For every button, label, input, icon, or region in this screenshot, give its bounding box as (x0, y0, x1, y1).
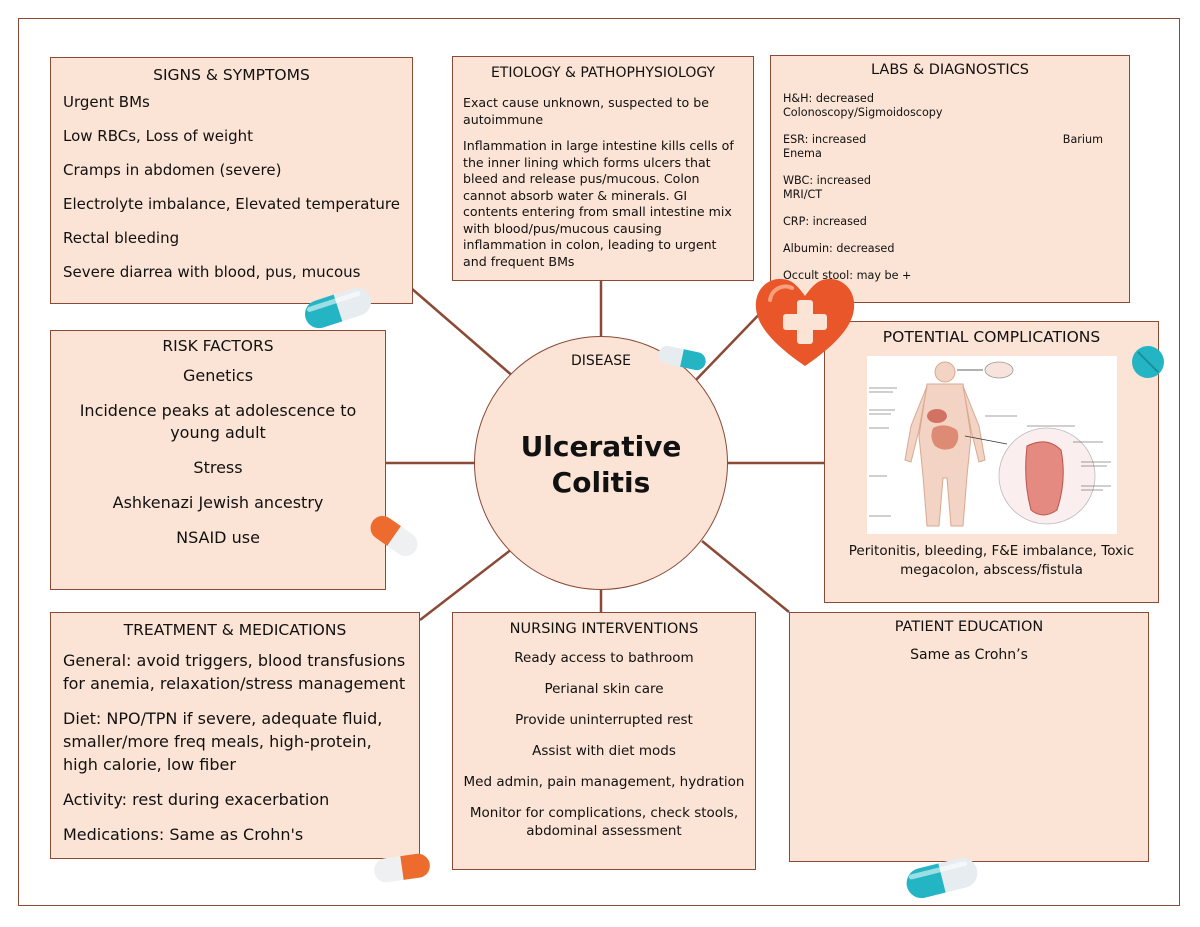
nursing-item: Perianal skin care (544, 681, 664, 697)
lab-item: WBC: increased MRI/CT (783, 174, 1117, 202)
nursing-title: NURSING INTERVENTIONS (509, 621, 699, 637)
lab-diagnostic-right: Barium (1062, 133, 1103, 146)
complications-illustration (866, 356, 1117, 534)
signs-title: SIGNS & SYMPTOMS (153, 66, 310, 84)
etiology-box: ETIOLOGY & PATHOPHYSIOLOGY Exact cause u… (452, 56, 754, 281)
nursing-item: Med admin, pain management, hydration (463, 774, 745, 790)
capsule-small-teal-icon (658, 345, 706, 371)
complications-box: POTENTIAL COMPLICATIONS (824, 321, 1159, 603)
signs-item: Low RBCs, Loss of weight (63, 127, 254, 145)
education-title: PATIENT EDUCATION (894, 619, 1044, 635)
connector-signs (410, 287, 516, 379)
connector-education (701, 540, 790, 613)
page-frame (18, 18, 1180, 906)
lab-diagnostic: Colonoscopy/Sigmoidoscopy (783, 106, 943, 119)
risk-item: Incidence peaks at adolescence to young … (79, 401, 357, 442)
nursing-interventions-box: NURSING INTERVENTIONS Ready access to ba… (452, 612, 756, 870)
lab-value: Occult stool: may be + (783, 269, 912, 282)
risk-factors-box: RISK FACTORS Genetics Incidence peaks at… (50, 330, 386, 590)
disease-label: DISEASE (571, 353, 631, 369)
signs-item: Cramps in abdomen (severe) (63, 161, 282, 179)
capsule-orange-bottom-icon (374, 853, 430, 883)
lab-value: CRP: increased (783, 215, 867, 228)
disease-name: Ulcerative Colitis (520, 430, 682, 499)
connector-labs (693, 302, 771, 383)
lab-item: ESR: increased Barium Enema (783, 133, 1117, 161)
signs-item: Severe diarrea with blood, pus, mucous (63, 263, 361, 281)
risk-item: NSAID use (176, 528, 260, 547)
tablet-teal-icon (1132, 346, 1164, 378)
lab-value: ESR: increased (783, 133, 867, 146)
etiology-paragraph: Inflammation in large intestine kills ce… (463, 138, 734, 269)
etiology-title: ETIOLOGY & PATHOPHYSIOLOGY (490, 65, 716, 81)
lab-value: H&H: decreased (783, 92, 874, 105)
nursing-item: Monitor for complications, check stools,… (469, 805, 739, 839)
signs-item: Urgent BMs (63, 93, 150, 111)
lab-value: Albumin: decreased (783, 242, 895, 255)
lab-item: H&H: decreased Colonoscopy/Sigmoidoscopy (783, 92, 1117, 120)
risk-item: Ashkenazi Jewish ancestry (112, 493, 324, 512)
nursing-item: Assist with diet mods (532, 743, 676, 759)
signs-symptoms-box: SIGNS & SYMPTOMS Urgent BMs Low RBCs, Lo… (50, 57, 413, 304)
risk-item: Genetics (182, 366, 254, 385)
complications-title: POTENTIAL COMPLICATIONS (882, 328, 1101, 346)
organs (926, 409, 958, 450)
patient-education-box: PATIENT EDUCATION Same as Crohn’s (789, 612, 1149, 862)
risk-item: Stress (193, 458, 243, 477)
signs-item: Rectal bleeding (63, 229, 180, 247)
treatment-item: Medications: Same as Crohn's (63, 825, 304, 844)
treatment-item: General: avoid triggers, blood transfusi… (63, 651, 406, 693)
heart-cross-icon (755, 278, 855, 366)
fistula-inset (984, 361, 1013, 379)
lab-diagnostic: Enema (783, 147, 822, 160)
disease-circle: DISEASE Ulcerative Colitis (474, 336, 728, 590)
capsule-teal-icon (304, 287, 372, 329)
treatment-item: Activity: rest during exacerbation (63, 790, 330, 809)
capsule-orange-icon (370, 515, 418, 557)
nursing-item: Ready access to bathroom (514, 650, 694, 666)
labs-diagnostics-box: LABS & DIAGNOSTICS H&H: decreased Colono… (770, 55, 1130, 303)
risk-title: RISK FACTORS (162, 337, 274, 355)
lab-item: Albumin: decreased (783, 242, 1117, 256)
treatment-title: TREATMENT & MEDICATIONS (123, 621, 347, 639)
signs-item: Electrolyte imbalance, Elevated temperat… (63, 195, 400, 213)
signs-list: Urgent BMs Low RBCs, Loss of weight Cram… (63, 92, 400, 292)
lab-value: WBC: increased (783, 174, 871, 187)
treatment-medications-box: TREATMENT & MEDICATIONS General: avoid t… (50, 612, 420, 859)
nursing-item: Provide uninterrupted rest (515, 712, 693, 728)
connector-treatment (419, 548, 513, 621)
lab-item: Occult stool: may be + (783, 269, 1117, 283)
treatment-list: General: avoid triggers, blood transfusi… (63, 649, 407, 849)
lab-diagnostic: MRI/CT (783, 188, 823, 201)
education-text: Same as Crohn’s (910, 647, 1028, 663)
lab-item: CRP: increased (783, 215, 1117, 229)
capsule-teal-bottom-icon (906, 857, 978, 899)
etiology-paragraph: Exact cause unknown, suspected to be aut… (463, 95, 710, 127)
complications-text: Peritonitis, bleeding, F&E imbalance, To… (848, 543, 1135, 578)
treatment-item: Diet: NPO/TPN if severe, adequate fluid,… (63, 709, 383, 774)
labs-title: LABS & DIAGNOSTICS (870, 62, 1030, 78)
